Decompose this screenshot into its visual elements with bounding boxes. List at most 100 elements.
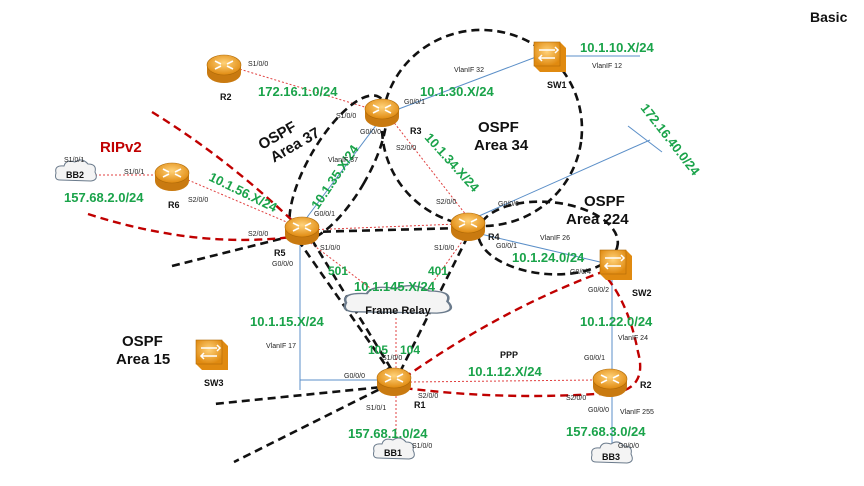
label-r2-left: R2	[220, 92, 232, 102]
port-r5-g000: G0/0/0	[272, 261, 293, 268]
link-r6-r5	[187, 179, 297, 227]
label-r3: R3	[410, 126, 422, 136]
link-r3-sw1	[395, 56, 537, 111]
port-bb1-s100: S1/0/0	[412, 443, 432, 450]
label-sw2: SW2	[632, 288, 652, 298]
router-r2-left[interactable]	[206, 54, 242, 84]
port-r2r-s200: S2/0/0	[566, 395, 586, 402]
net-172-16-40: 172.16.40.0/24	[638, 101, 704, 179]
port-r1-s100: S1/0/0	[382, 355, 402, 362]
port-r6-s200: S2/0/0	[188, 197, 208, 204]
net-10-1-24: 10.1.24.0/24	[512, 250, 585, 265]
port-r1-s101: S1/0/1	[366, 405, 386, 412]
link-r4-sw2	[471, 231, 601, 263]
switch-sw2[interactable]	[599, 249, 633, 281]
net-172-16-1: 172.16.1.0/24	[258, 84, 338, 99]
dlci-501: 501	[328, 264, 348, 278]
port-bb2-s101: S1/0/1	[64, 157, 84, 164]
ripv2-label: RIPv2	[100, 139, 142, 156]
label-r4: R4	[488, 232, 500, 242]
label-r2-right: R2	[640, 380, 652, 390]
ospf-area224-ospf: OSPF	[584, 193, 625, 210]
port-bb3-g000: G0/0/0	[618, 443, 639, 450]
port-r5-g001: G0/0/1	[314, 211, 335, 218]
switch-sw3[interactable]	[195, 339, 229, 371]
label-sw3: SW3	[204, 378, 224, 388]
port-r6-s101: S1/0/1	[124, 169, 144, 176]
ethernet-links	[299, 55, 663, 450]
link-r3-r4	[391, 119, 471, 221]
label-bb3: BB3	[602, 452, 620, 462]
ppp-boundary	[402, 270, 642, 398]
router-r3[interactable]	[364, 98, 400, 128]
net-10-1-10: 10.1.10.X/24	[580, 40, 654, 55]
dlci-401: 401	[428, 264, 448, 278]
port-vlan37: VlanIF 37	[328, 157, 358, 164]
router-r4[interactable]	[450, 212, 486, 242]
switch-sw1[interactable]	[533, 41, 567, 73]
router-r5[interactable]	[284, 216, 320, 246]
link-r2-r3	[235, 67, 369, 109]
dlci-104: 104	[400, 343, 420, 357]
ospf-area224-area: Area 224	[566, 211, 629, 228]
port-vlan32: VlanIF 32	[454, 67, 484, 74]
port-r2r-g000: G0/0/0	[588, 407, 609, 414]
ospf-area37-label: OSPF Area 37	[256, 110, 323, 169]
label-sw1: SW1	[547, 80, 567, 90]
port-vlan26: VlanIF 26	[540, 235, 570, 242]
port-vlan255: VlanIF 255	[620, 409, 654, 416]
dlci-105: 105	[368, 343, 388, 357]
label-r6: R6	[168, 200, 180, 210]
rip-boundary-upper	[151, 110, 301, 229]
ospf-area15-ospf: OSPF	[122, 333, 163, 350]
ospf-area34-ospf: OSPF	[478, 119, 519, 136]
port-r4-s200: S2/0/0	[436, 199, 456, 206]
router-r1[interactable]	[376, 367, 412, 397]
port-r2r-g001: G0/0/1	[584, 355, 605, 362]
port-r3-s100: S1/0/0	[336, 113, 356, 120]
net-157-68-1: 157.68.1.0/24	[348, 426, 428, 441]
router-r6[interactable]	[154, 162, 190, 192]
ospf-backbone-left	[171, 234, 293, 268]
port-r3-g000: G0/0/0	[360, 129, 381, 136]
label-bb2: BB2	[66, 170, 84, 180]
net-10-1-30: 10.1.30.X/24	[420, 84, 494, 99]
port-r4-s100: S1/0/0	[434, 245, 454, 252]
link-172-16-40-tick	[627, 125, 663, 153]
port-r4-g000: G0/0/0	[498, 201, 519, 208]
label-r5: R5	[274, 248, 286, 258]
net-10-1-12: 10.1.12.X/24	[468, 364, 542, 379]
label-bb1: BB1	[384, 448, 402, 458]
rip-boundaries	[87, 110, 642, 398]
router-r2-right[interactable]	[592, 368, 628, 398]
ospf-lower-left-a	[233, 382, 391, 464]
port-r1-g000: G0/0/0	[344, 373, 365, 380]
net-10-1-22: 10.1.22.0/24	[580, 314, 653, 329]
link-r5-r4	[305, 223, 459, 231]
ospf-area34-area: Area 34	[474, 137, 529, 154]
frame-relay-label: Frame Relay	[365, 305, 431, 317]
port-vlan17: VlanIF 17	[266, 343, 296, 350]
link-r4-fr	[425, 235, 467, 293]
port-r1-s200: S2/0/0	[418, 393, 438, 400]
port-vlan12: VlanIF 12	[592, 63, 622, 70]
net-10-1-15: 10.1.15.X/24	[250, 314, 324, 329]
net-10-1-35: 10.1.35.X/24	[308, 142, 362, 212]
port-r5-s100: S1/0/0	[320, 245, 340, 252]
port-vlan24: VlanIF 24	[618, 335, 648, 342]
link-r1-r2	[409, 379, 595, 383]
port-r3-s200: S2/0/0	[396, 145, 416, 152]
ospf-area15-area: Area 15	[116, 351, 170, 368]
port-r5-s200: S2/0/0	[248, 231, 268, 238]
rip-boundary-lower	[87, 212, 301, 242]
ospf-lower-left-b	[213, 384, 393, 406]
port-sw2-g004: G0/0/4	[570, 269, 591, 276]
link-r4-172-16-40	[469, 139, 651, 221]
ospf-backbone-middle	[309, 226, 463, 234]
ospf-area34-boundary	[380, 28, 584, 228]
port-r4-g001: G0/0/1	[496, 243, 517, 250]
port-r2l-s100: S1/0/0	[248, 61, 268, 68]
page-title: Basic	[810, 9, 848, 25]
port-sw2-g002: G0/0/2	[588, 287, 609, 294]
